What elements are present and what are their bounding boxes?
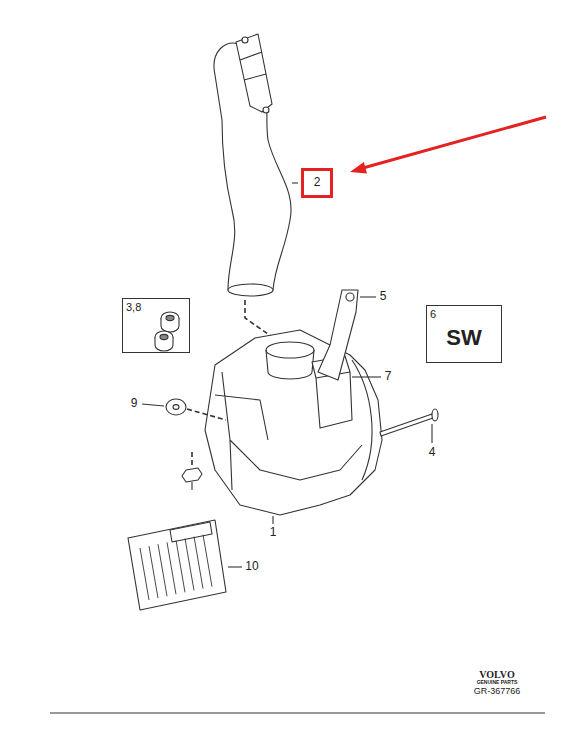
- grommet-hole: [166, 315, 174, 320]
- callout-number: 7: [385, 370, 392, 383]
- bracket-hole: [346, 293, 354, 301]
- callout-number: 6: [430, 308, 436, 320]
- screw-shank: [191, 482, 192, 490]
- leader-line: [142, 404, 164, 406]
- cooling-fin: [167, 542, 176, 594]
- cooling-fin: [185, 539, 194, 591]
- bolt: [380, 414, 433, 436]
- screw: [182, 468, 202, 482]
- cooling-fin: [194, 537, 203, 589]
- callout-number: 10: [245, 560, 258, 573]
- housing-rim: [352, 360, 372, 480]
- washer: [166, 399, 186, 415]
- cooling-fin: [140, 548, 149, 600]
- leader-line: [431, 424, 432, 443]
- figure-number: GR-367766: [474, 687, 521, 697]
- flange-rib: [240, 52, 266, 80]
- callout-number: 1: [270, 526, 277, 539]
- callout-number: 9: [131, 397, 138, 410]
- callout-number: 3,8: [126, 301, 141, 313]
- pointer-arrowhead: [350, 162, 367, 174]
- callout-number: 4: [429, 446, 436, 459]
- leader-line: [360, 296, 376, 297]
- grommet-hole: [160, 334, 168, 339]
- tube-flange: [236, 34, 272, 112]
- housing-inlet: [266, 342, 314, 358]
- callout-number: 2: [314, 176, 321, 189]
- tube-end: [228, 284, 273, 296]
- leader-line: [352, 376, 381, 377]
- highlight-box: 2: [301, 168, 333, 198]
- filter-housing: [205, 330, 382, 515]
- cooling-fin: [176, 540, 185, 592]
- housing-inlet: [266, 350, 314, 379]
- flange-tab: [242, 37, 248, 43]
- leader-line: [272, 516, 273, 524]
- variant-box: 6SW: [426, 305, 502, 363]
- cooling-fin: [149, 546, 158, 598]
- footer-rule: [50, 713, 545, 714]
- brand-logo: VOLVO: [479, 669, 514, 680]
- mounting-bracket: [318, 290, 358, 380]
- leader-line: [228, 566, 242, 567]
- washer-hole: [173, 405, 179, 410]
- pointer-arrow: [363, 117, 546, 168]
- bolt-head: [432, 409, 438, 421]
- flange-tab: [263, 107, 269, 113]
- callout-number: 5: [380, 290, 387, 303]
- leader-line: [292, 182, 298, 183]
- assembly-dash: [187, 409, 226, 468]
- part-box: 3,8: [122, 298, 190, 353]
- cooling-fin: [203, 535, 212, 587]
- control-module: [128, 520, 226, 610]
- cooling-fin: [158, 544, 167, 596]
- variant-code: SW: [446, 326, 481, 350]
- brand-tagline: GENUINE PARTS: [477, 680, 518, 686]
- module-connector: [170, 522, 212, 542]
